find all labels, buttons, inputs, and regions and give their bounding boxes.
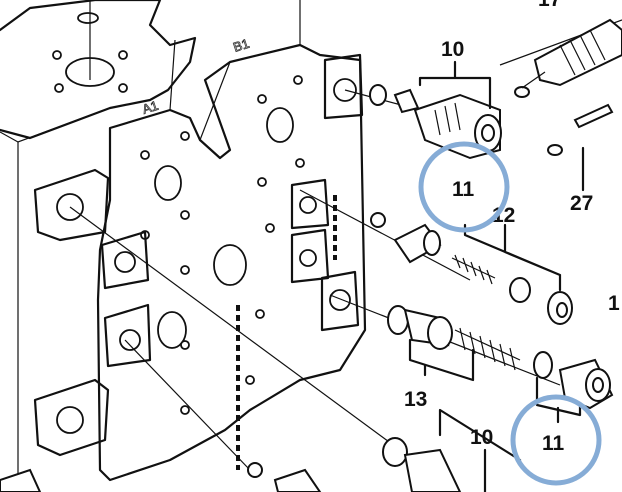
- highlight-circle-top: [418, 141, 510, 233]
- pin-27: [573, 103, 614, 129]
- callout-11-bottom: 11: [542, 432, 565, 455]
- callout-13: 13: [404, 388, 427, 411]
- callout-10-bottom: 10: [470, 426, 493, 449]
- port-label-a1: A1: [140, 98, 160, 117]
- valve-assembly-12: [370, 212, 573, 325]
- port-label-b1: B1: [231, 36, 251, 55]
- callout-17: 17: [538, 0, 561, 11]
- spool-17: [514, 18, 622, 98]
- highlight-circle-bottom: [510, 394, 602, 486]
- set-screw: [547, 144, 563, 156]
- valve-assembly-13: [387, 305, 614, 410]
- valve-assembly-bottom: [0, 437, 462, 492]
- callout-27: 27: [570, 192, 593, 215]
- callout-10-top: 10: [441, 38, 464, 61]
- callout-1: 1: [608, 292, 620, 315]
- callout-11-top: 11: [452, 178, 475, 201]
- valve-block: A1 B1: [0, 0, 367, 492]
